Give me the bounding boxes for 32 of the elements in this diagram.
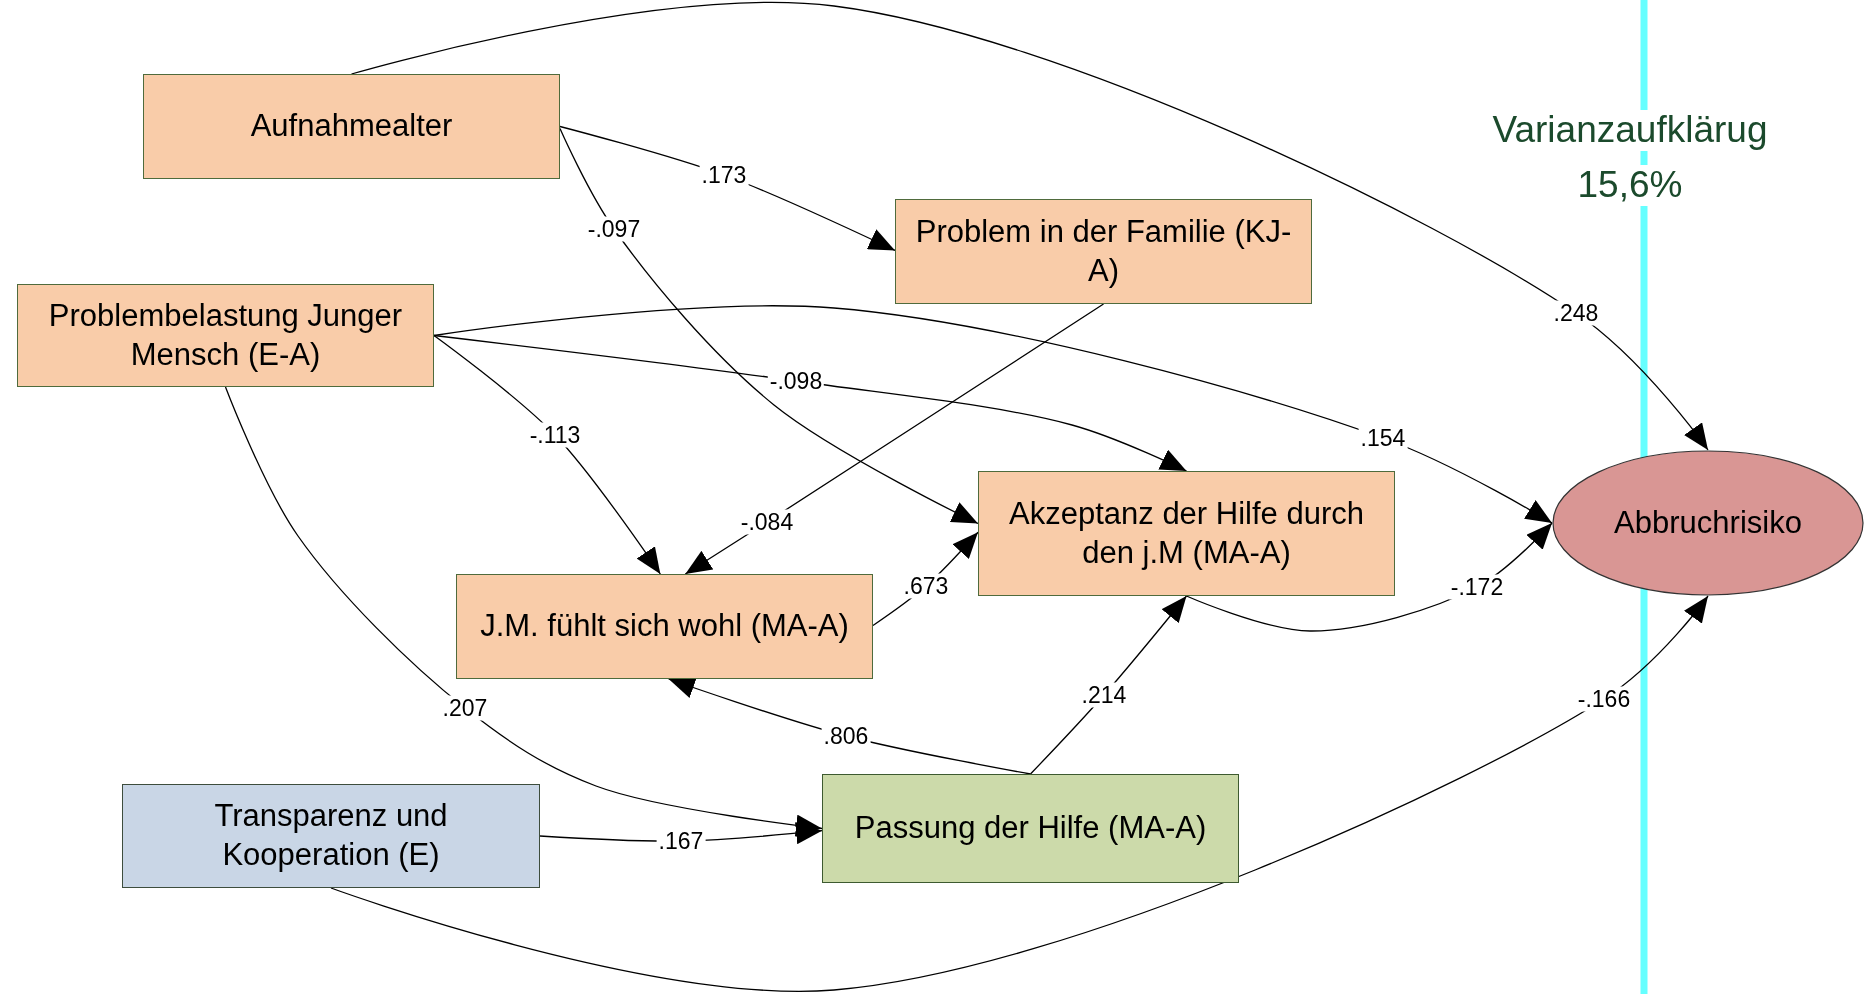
variable-box [456,574,873,679]
path-coefficient: .154 [1358,425,1408,451]
arrow [433,334,661,575]
variable-box [143,74,560,179]
box-label: J.M. fühlt sich wohl (MA-A) [479,607,850,646]
outcome-ellipse [1552,450,1864,596]
variable-box [122,784,540,888]
arrow [433,305,1553,524]
box-label: Problem in der Familie (KJ-A) [914,212,1293,290]
variable-box [978,471,1395,596]
arrow [684,303,1105,575]
arrow [330,595,1709,992]
box-label: Passung der Hilfe (MA-A) [853,809,1208,848]
path-coefficient: -.172 [1448,574,1506,600]
arrow [433,334,1188,472]
box-label: Abbruchrisiko [1613,503,1803,542]
box-label: Aufnahmealter [249,107,454,146]
path-coefficient: -.084 [738,509,796,535]
arrow [559,127,979,525]
arrow [224,386,823,837]
box-label: Transparenz und Kooperation (E) [213,797,449,874]
path-coefficient: -.113 [527,422,583,448]
box-label: Problembelastung Junger Mensch (E-A) [47,296,404,374]
variable-box [895,199,1312,304]
variance-note: Varianzaufklärug [1492,110,1768,151]
box-label: Akzeptanz der Hilfe durch den j.M (MA-A) [1008,494,1365,572]
variable-box [17,284,434,387]
variable-box [822,774,1239,883]
variance-note: 15,6% [1577,165,1683,206]
path-coefficient: -.166 [1575,686,1633,712]
path-coefficient: -.097 [585,216,643,242]
arrow [350,2,1709,451]
